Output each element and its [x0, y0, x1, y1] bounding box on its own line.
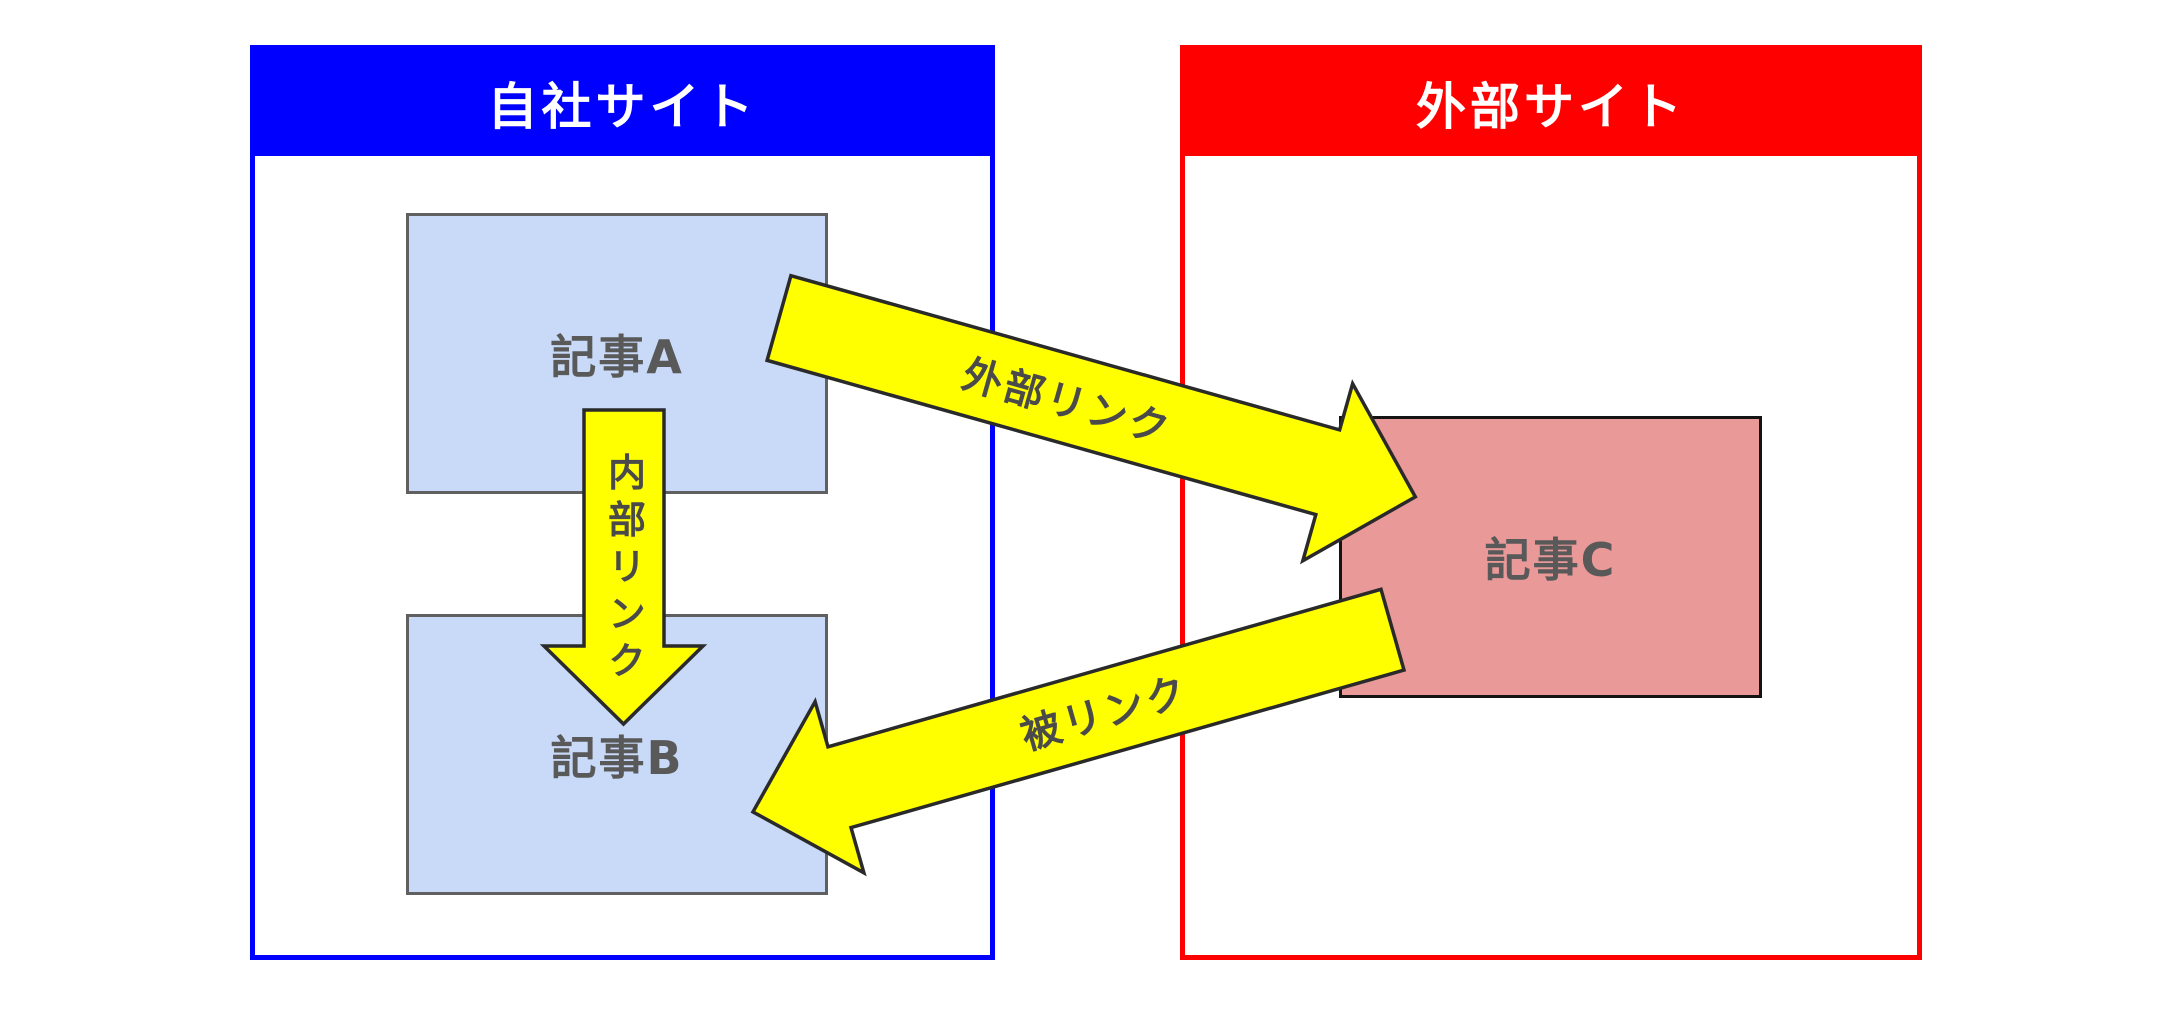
- article-b-label: 記事B: [550, 730, 684, 785]
- article-a-label: 記事A: [550, 329, 684, 384]
- article-b-box: 記事B: [406, 614, 828, 895]
- article-a-box: 記事A: [406, 213, 828, 494]
- own-site-container: 自社サイト 記事A 記事B: [250, 45, 995, 960]
- own-site-header: 自社サイト: [255, 50, 990, 156]
- external-site-header: 外部サイト: [1185, 50, 1917, 156]
- external-site-container: 外部サイト 記事C: [1180, 45, 1922, 960]
- article-c-label: 記事C: [1484, 533, 1617, 587]
- backlink-label: 被リンク: [1016, 668, 1195, 760]
- article-c-box: 記事C: [1339, 416, 1762, 698]
